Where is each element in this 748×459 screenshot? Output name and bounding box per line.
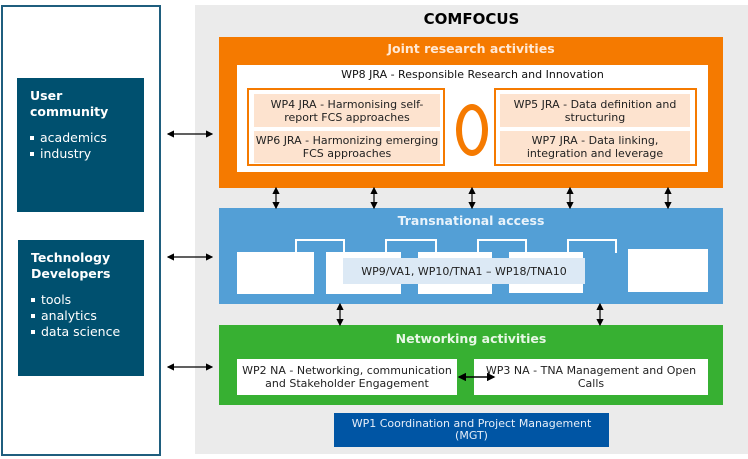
tna-title: Transnational access (397, 213, 545, 228)
list-item-label: industry (40, 146, 92, 161)
ring-icon (456, 104, 488, 156)
list-item: analytics (31, 308, 144, 324)
list-item: tools (31, 292, 144, 308)
list-item: academics (30, 130, 144, 146)
bullet-icon (31, 330, 35, 334)
wp8-label: WP8 JRA - Responsible Research and Innov… (341, 68, 604, 81)
tna-facility-box (628, 249, 708, 292)
tna-facility-tab (567, 239, 617, 253)
wp3-box: WP3 NA - TNA Management and Open Calls (474, 359, 708, 395)
na-title: Networking activities (395, 331, 547, 346)
wp6-cell: WP6 JRA - Harmonizing emerging FCS appro… (254, 131, 440, 163)
list-item-label: academics (40, 130, 107, 145)
list-item: data science (31, 324, 144, 340)
wp7-cell: WP7 JRA - Data linking, integration and … (500, 131, 690, 163)
diagram-title: COMFOCUS (423, 10, 520, 28)
list-item-label: tools (41, 292, 72, 307)
user-community-box: User community academics industry (17, 78, 144, 212)
user-community-list: academics industry (30, 130, 144, 162)
tna-facility-tab (477, 239, 527, 253)
bullet-icon (31, 298, 35, 302)
user-community-title: User community (30, 88, 109, 119)
bullet-icon (30, 136, 34, 140)
stakeholders-panel (1, 5, 161, 456)
wp1-management-box: WP1 Coordination and Project Management … (334, 413, 609, 447)
list-item-label: analytics (41, 308, 97, 323)
tna-facility-box (237, 252, 314, 294)
wp5-cell: WP5 JRA - Data definition and structurin… (500, 94, 690, 127)
technology-developers-box: Technology Developers tools analytics da… (18, 240, 144, 376)
wp4-cell: WP4 JRA - Harmonising self-report FCS ap… (254, 94, 440, 127)
wp2-box: WP2 NA - Networking, communication and S… (237, 359, 457, 395)
tna-wp-label: WP9/VA1, WP10/TNA1 – WP18/TNA10 (343, 258, 585, 284)
list-item-label: data science (41, 324, 121, 339)
jra-title: Joint research activities (387, 41, 555, 56)
bullet-icon (31, 314, 35, 318)
bullet-icon (30, 152, 34, 156)
technology-developers-list: tools analytics data science (31, 292, 144, 340)
tna-facility-tab (295, 239, 345, 253)
technology-developers-title: Technology Developers (31, 250, 111, 281)
tna-facility-tab (385, 239, 437, 253)
list-item: industry (30, 146, 144, 162)
